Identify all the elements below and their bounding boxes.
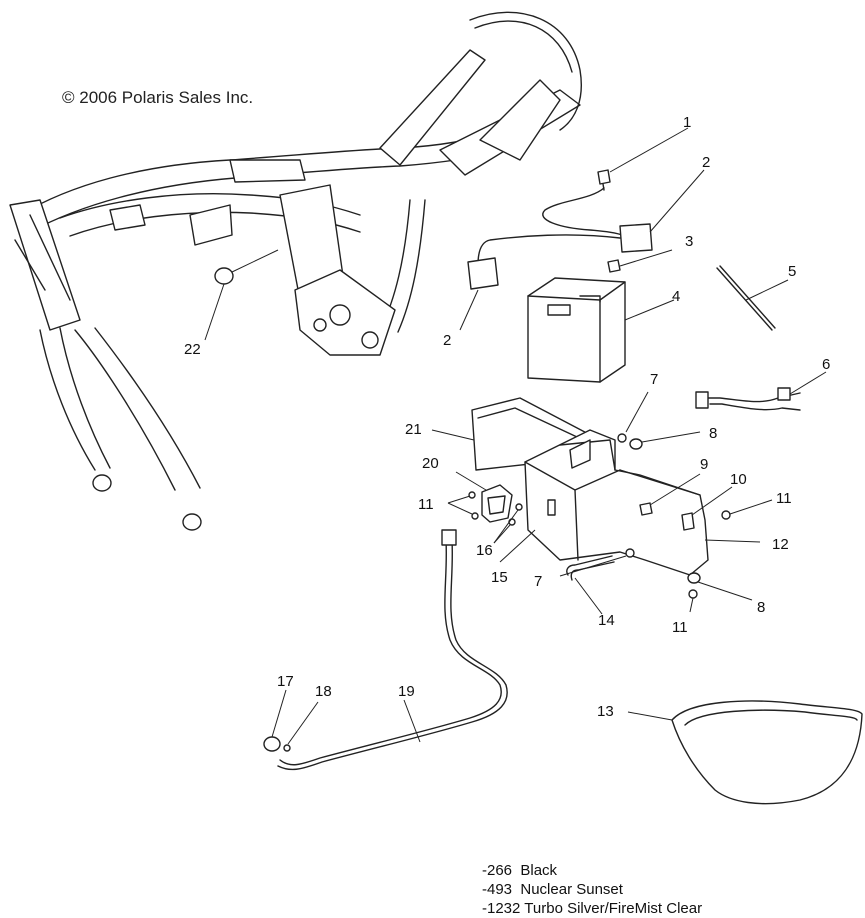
callout-1: 1 xyxy=(683,114,691,131)
callout-8-lower: 8 xyxy=(757,599,765,616)
callout-15: 15 xyxy=(491,569,508,586)
color-name: Black xyxy=(520,862,558,879)
part-7-nut-upper xyxy=(617,391,649,443)
callout-14: 14 xyxy=(598,612,615,629)
color-name: Nuclear Sunset xyxy=(520,881,623,898)
callout-7-lower: 7 xyxy=(534,573,542,590)
callout-22: 22 xyxy=(184,341,201,358)
callout-5: 5 xyxy=(788,263,796,280)
callout-20: 20 xyxy=(422,455,439,472)
part-11-nut-right xyxy=(721,499,773,520)
frame-assembly xyxy=(9,11,582,531)
callout-13: 13 xyxy=(597,703,614,720)
callout-10: 10 xyxy=(730,471,747,488)
part-14-rod xyxy=(566,555,615,615)
callout-4: 4 xyxy=(672,288,680,305)
color-code-row: -493 Nuclear Sunset xyxy=(482,880,702,899)
part-6-harness xyxy=(695,371,827,411)
callout-19: 19 xyxy=(398,683,415,700)
callout-9: 9 xyxy=(700,456,708,473)
color-code-row: -266 Black xyxy=(482,861,702,880)
callout-2-lower: 2 xyxy=(443,332,451,349)
color-code: -1232 xyxy=(482,900,521,917)
color-code: -493 xyxy=(482,881,513,898)
part-11-nut-bottom xyxy=(688,589,698,613)
part-8-grommet-upper xyxy=(629,431,701,450)
callout-2-upper: 2 xyxy=(702,154,710,171)
part-10-clip xyxy=(681,486,733,531)
color-name: Turbo Silver/FireMist Clear xyxy=(524,900,703,917)
part-16-screws xyxy=(493,503,523,544)
callout-6: 6 xyxy=(822,356,830,373)
part-9-bolt xyxy=(639,473,701,516)
part-18-clamp xyxy=(283,701,319,752)
part-17-fitting xyxy=(263,689,287,752)
callout-17: 17 xyxy=(277,673,294,690)
color-code: -266 xyxy=(482,862,513,879)
callout-11-left: 11 xyxy=(418,496,434,513)
callout-18: 18 xyxy=(315,683,332,700)
part-3-terminal-bolt xyxy=(607,249,673,273)
part-13-side-cover xyxy=(627,700,863,805)
part-19-vent-hose xyxy=(277,529,508,771)
part-2-starter-cable xyxy=(459,169,705,331)
callout-labels: 1 2 2 3 4 5 6 7 7 8 8 9 10 11 11 11 12 1… xyxy=(184,114,830,720)
part-15-battery-box xyxy=(499,429,761,576)
callout-11-bottom: 11 xyxy=(672,619,688,636)
part-5-strap xyxy=(716,265,789,331)
part-4-battery xyxy=(527,277,675,383)
copyright-notice: © 2006 Polaris Sales Inc. xyxy=(62,88,254,107)
part-8-grommet-lower xyxy=(687,572,753,601)
callout-21: 21 xyxy=(405,421,422,438)
callout-16: 16 xyxy=(476,542,493,559)
part-22-grommet xyxy=(204,249,279,341)
part-20-relay xyxy=(455,471,513,523)
callout-11-right: 11 xyxy=(776,490,792,507)
part-1-screw xyxy=(597,127,689,191)
part-11-nut-left xyxy=(447,491,479,520)
callout-8-upper: 8 xyxy=(709,425,717,442)
callout-3: 3 xyxy=(685,233,693,250)
color-code-legend: -266 Black -493 Nuclear Sunset -1232 Tur… xyxy=(482,861,702,918)
callout-7-upper: 7 xyxy=(650,371,658,388)
callout-12: 12 xyxy=(772,536,789,553)
color-code-row: -1232 Turbo Silver/FireMist Clear xyxy=(482,899,702,918)
